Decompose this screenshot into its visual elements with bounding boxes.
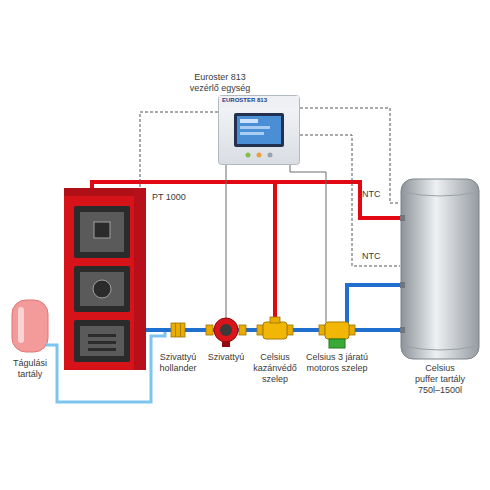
tank-shell <box>401 179 479 359</box>
boiler-shell <box>64 188 146 370</box>
control-wire <box>140 112 218 188</box>
air-slit <box>88 348 116 351</box>
middle-door-panel <box>80 272 124 306</box>
upper-door-window <box>94 222 110 238</box>
tank-node: Tágulási tartály <box>8 298 52 380</box>
pipe <box>249 328 251 332</box>
pipe <box>201 328 203 332</box>
part-label: Szivattyú <box>203 352 249 363</box>
upper-door <box>74 206 130 258</box>
valve-body <box>325 322 349 339</box>
controller-art <box>218 95 300 165</box>
pump-foot <box>222 341 230 347</box>
valve-nut <box>319 325 325 335</box>
three-way-valve <box>302 314 372 350</box>
valve-body <box>263 322 287 339</box>
sensor-label: NTC <box>362 251 381 262</box>
screen-bar <box>240 119 258 123</box>
brand-logo: EUROSTER 813 <box>222 97 267 104</box>
air-slit <box>88 341 116 344</box>
pipe <box>347 285 400 314</box>
screen-bar <box>240 126 270 129</box>
valve-port <box>270 317 280 323</box>
boiler-top <box>64 188 146 196</box>
valve-actuator <box>329 339 345 348</box>
pipe <box>299 328 302 332</box>
controller-screen <box>237 116 281 144</box>
middle-door <box>74 266 130 312</box>
controller-screen-frame <box>234 113 284 147</box>
tank-seam <box>402 346 478 350</box>
controller-housing <box>219 95 300 164</box>
control-wire <box>290 165 326 314</box>
pump-nut <box>206 325 213 335</box>
hol-node: Szivattyú hollander <box>155 314 201 374</box>
boiler-node: PT 1000 <box>64 188 146 370</box>
indicator-light <box>257 152 262 157</box>
controller-box: EUROSTER 813 <box>218 95 300 165</box>
control-wire <box>300 108 400 203</box>
nut-edge <box>180 323 181 337</box>
pipe <box>372 328 400 332</box>
part-label: Szivattyú hollander <box>155 352 201 374</box>
tank-port <box>400 215 405 221</box>
boiler-body <box>64 188 146 370</box>
tank-stub <box>46 344 52 347</box>
sensor-label-holder: PT 1000 <box>152 192 186 203</box>
tank-body <box>12 300 48 352</box>
valve-symbol <box>251 314 299 350</box>
label-holder: NTC <box>362 251 381 262</box>
nut-edge <box>175 323 176 337</box>
controller-top-band <box>219 96 299 108</box>
label-holder: NTC <box>362 189 381 200</box>
upper-door-panel <box>80 212 124 252</box>
pump-nut <box>239 325 246 335</box>
buffer-tank <box>400 178 480 360</box>
control-wire <box>226 165 227 314</box>
control-wire <box>300 135 400 266</box>
lower-door <box>74 320 130 362</box>
part-label: Celsius kazánvédő szelep <box>251 352 299 384</box>
pump-motor <box>220 324 232 336</box>
union-fitting <box>155 314 201 350</box>
mix-node: Celsius 3 járatú motoros szelep <box>302 314 372 374</box>
lower-door-panel <box>80 326 124 356</box>
wire-stub <box>326 314 327 322</box>
tank-label: Celsius puffer tartály 750l–1500l <box>413 363 467 395</box>
part-label: Celsius 3 járatú motoros szelep <box>302 352 372 374</box>
middle-door-window <box>93 280 111 298</box>
expansion-tank <box>8 298 52 356</box>
tank-highlight <box>18 307 24 343</box>
tank-seam <box>402 192 478 196</box>
return-stub <box>155 332 165 336</box>
pump-node: Szivattyú <box>203 314 249 363</box>
tank-port <box>400 282 405 288</box>
pump-housing <box>214 318 238 342</box>
tank-label: Tágulási tartály <box>8 358 52 380</box>
sensor-label: PT 1000 <box>152 192 186 203</box>
controller-title: Euroster 813 vezérlő egység <box>180 72 260 94</box>
tank-port <box>400 327 405 333</box>
indicator-light <box>268 152 273 157</box>
ctrl-node: Euroster 813 vezérlő egységEUROSTER 813 <box>180 72 300 165</box>
screen-bar <box>240 132 264 135</box>
air-slit <box>88 334 116 337</box>
valve-nut <box>349 325 355 335</box>
kv-node: Celsius kazánvédő szelep <box>251 314 299 384</box>
pump-symbol <box>203 314 249 350</box>
sensor-label: NTC <box>362 189 381 200</box>
boiler-side <box>134 188 146 370</box>
valve-nut <box>257 325 263 335</box>
pipe <box>146 328 155 332</box>
puffer-node: Celsius puffer tartály 750l–1500l <box>400 178 480 395</box>
valve-nut <box>287 325 293 335</box>
union-nut <box>171 323 185 337</box>
logo-holder: EUROSTER 813 <box>222 97 267 104</box>
indicator-light <box>246 152 251 157</box>
